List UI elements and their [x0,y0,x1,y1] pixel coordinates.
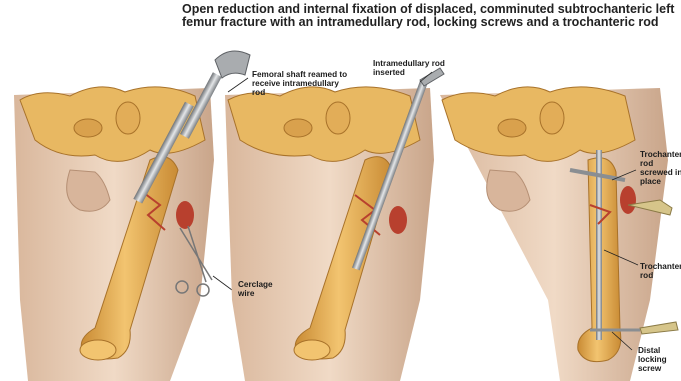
label-cerclage-wire: Cerclage wire [238,280,284,298]
incision [620,186,636,214]
label-trochanteric-rod: Trochanteric rod [640,262,680,280]
cerclage-leader [213,276,232,290]
label-intramedullary-rod: Intramedullary rod inserted [373,59,453,77]
knee-patella [294,340,330,360]
panel-2 [225,68,444,381]
label-reamer: Femoral shaft reamed to receive intramed… [252,70,352,97]
obturator-foramen [284,119,312,137]
label-trochanteric-rod-screwed: Trochanteric rod screwed in place [640,150,681,186]
label-distal-locking-screw: Distal locking screw [638,346,678,373]
sacrum [116,102,140,134]
knee-patella [80,340,116,360]
panel-3 [440,87,678,381]
incision [389,206,407,234]
reamer-leader [228,78,248,92]
screwdriver-lower [640,322,678,334]
trochanteric-rod [596,150,602,340]
sacrum [326,102,350,134]
sacrum [540,102,564,134]
obturator-foramen [74,119,102,137]
panel-1 [14,51,250,381]
obturator-foramen [498,119,526,137]
incision [176,201,194,229]
